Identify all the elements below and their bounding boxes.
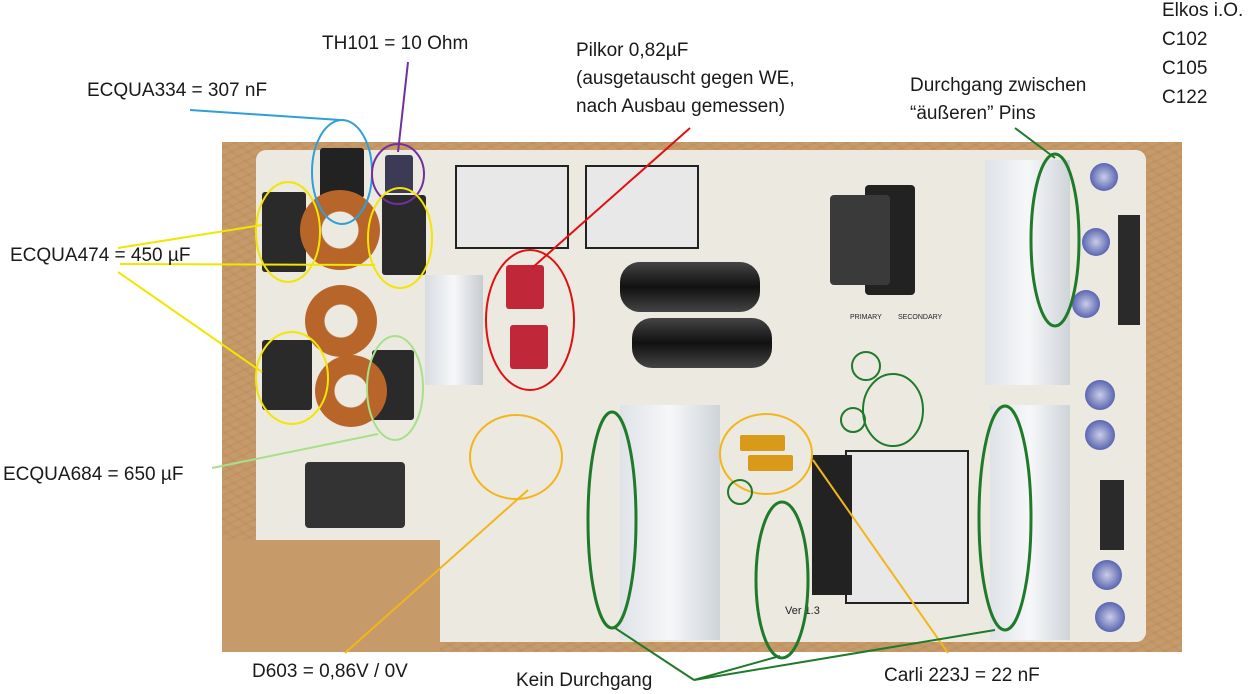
kein-durchgang-leader-3 bbox=[693, 629, 996, 681]
label-durchgang-line1: Durchgang zwischen bbox=[910, 75, 1087, 96]
pilkor-capacitor-1 bbox=[506, 265, 544, 309]
elko-c102 bbox=[1090, 163, 1118, 191]
capacitor-ecqua474-top bbox=[262, 192, 306, 272]
capacitor-ecqua334 bbox=[320, 148, 364, 198]
pcb-version-print: Ver 1.3 bbox=[785, 605, 820, 617]
thermistor-th101 bbox=[385, 155, 413, 193]
green-marker-small-1 bbox=[851, 351, 881, 381]
heatsink-left bbox=[425, 275, 483, 385]
label-ecqua684: ECQUA684 = 650 µF bbox=[3, 464, 184, 485]
capacitor-ecqua474-bottom bbox=[262, 340, 312, 410]
ecqua474-marker-bottom bbox=[255, 331, 329, 425]
ecqua474-marker-mid bbox=[367, 187, 433, 289]
carli-capacitor-2 bbox=[748, 455, 793, 471]
kein-durchgang-marker-middle bbox=[754, 500, 810, 660]
transformer-bottom-core bbox=[812, 455, 852, 595]
pcb-cutout bbox=[222, 540, 440, 652]
ecqua684-marker bbox=[366, 335, 424, 441]
connector-right-top bbox=[1118, 215, 1140, 325]
durchgang-leader-line bbox=[1014, 127, 1056, 159]
green-marker-small-3 bbox=[727, 479, 753, 505]
label-elkos-title: Elkos i.O. bbox=[1162, 0, 1244, 21]
label-d603: D603 = 0,86V / 0V bbox=[252, 661, 408, 682]
pilkor-capacitor-2 bbox=[510, 325, 548, 369]
carli-capacitor-1 bbox=[740, 435, 785, 451]
carli-leader-line bbox=[812, 459, 949, 654]
label-pilkor-line3: nach Ausbau gemessen) bbox=[576, 96, 786, 117]
elko-c105 bbox=[1082, 228, 1110, 256]
label-elkos-c102: C102 bbox=[1162, 29, 1208, 50]
connector-right-bottom bbox=[1100, 480, 1124, 550]
d603-leader-line bbox=[344, 489, 529, 654]
label-carli: Carli 223J = 22 nF bbox=[884, 665, 1040, 686]
label-kein-durchgang: Kein Durchgang bbox=[516, 670, 653, 691]
kein-durchgang-leader-1 bbox=[614, 627, 695, 681]
transformer-main-core bbox=[830, 195, 890, 285]
label-elkos-c122: C122 bbox=[1162, 87, 1208, 108]
th101-marker bbox=[371, 143, 425, 205]
ecqua474-leader-line-1 bbox=[117, 224, 263, 249]
green-marker-ic bbox=[862, 373, 924, 447]
ecqua474-leader-line-3 bbox=[117, 271, 263, 373]
kein-durchgang-marker-right bbox=[977, 404, 1033, 632]
elko-right-4 bbox=[1095, 602, 1125, 632]
pcb-secondary-print: SECONDARY bbox=[898, 314, 943, 321]
pilkor-marker bbox=[485, 249, 575, 391]
transformer-bottom bbox=[845, 450, 969, 604]
bridge-rectifier bbox=[305, 462, 405, 528]
elko-right-2 bbox=[1085, 420, 1115, 450]
label-th101: TH101 = 10 Ohm bbox=[322, 33, 469, 54]
durchgang-marker-top bbox=[1029, 152, 1081, 328]
carli-marker bbox=[719, 413, 813, 495]
elko-right-3 bbox=[1092, 560, 1122, 590]
label-elkos-c105: C105 bbox=[1162, 58, 1208, 79]
elko-right-1 bbox=[1085, 380, 1115, 410]
kein-durchgang-marker-left bbox=[586, 410, 638, 630]
elko-c122 bbox=[1072, 290, 1100, 318]
pcb-primary-print: PRIMARY bbox=[850, 314, 882, 321]
d603-marker bbox=[469, 414, 563, 500]
heatsink-right bbox=[985, 160, 1070, 385]
transformer-top-mid bbox=[585, 165, 699, 249]
label-ecqua474: ECQUA474 = 450 µF bbox=[10, 245, 191, 266]
label-ecqua334: ECQUA334 = 307 nF bbox=[87, 80, 268, 101]
ecqua684-leader-line bbox=[211, 433, 379, 469]
ecqua474-leader-line-2 bbox=[119, 263, 376, 266]
label-durchgang-line2: “äußeren” Pins bbox=[910, 103, 1036, 124]
ecqua334-marker bbox=[311, 119, 373, 225]
pilkor-leader-line bbox=[531, 127, 691, 269]
ecqua474-marker-top bbox=[255, 181, 321, 283]
transformer-top-left bbox=[455, 165, 569, 249]
bulk-capacitor-top bbox=[620, 262, 760, 312]
th101-leader-line bbox=[397, 61, 409, 153]
green-marker-small-2 bbox=[840, 407, 866, 433]
label-pilkor-line2: (ausgetauscht gegen WE, bbox=[576, 68, 795, 89]
ecqua334-leader-line bbox=[189, 109, 341, 121]
label-pilkor-line1: Pilkor 0,82µF bbox=[576, 40, 689, 61]
bulk-capacitor-bottom bbox=[632, 318, 772, 368]
capacitor-ecqua474-mid bbox=[382, 195, 426, 275]
kein-durchgang-leader-2 bbox=[693, 655, 781, 681]
